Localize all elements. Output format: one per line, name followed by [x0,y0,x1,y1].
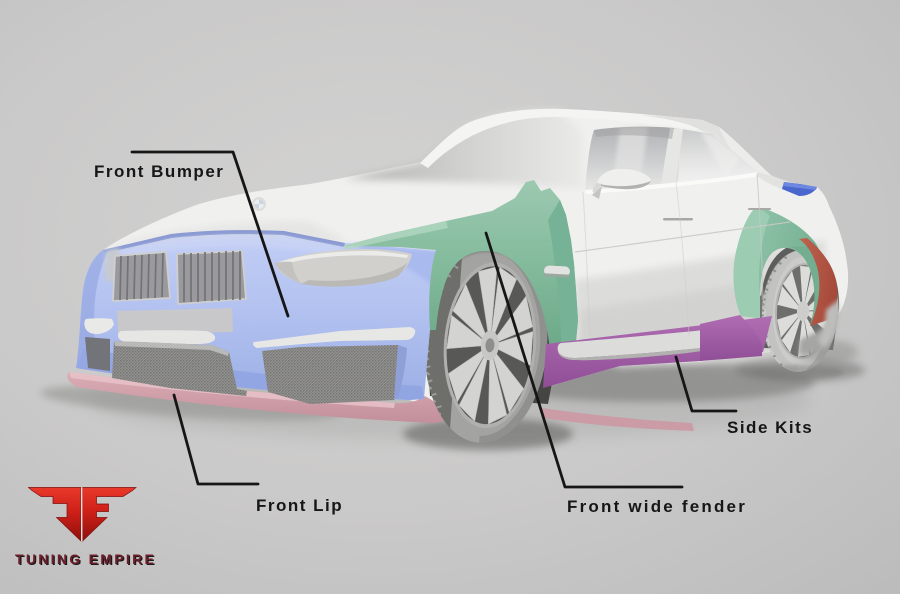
svg-text:Front Bumper: Front Bumper [94,162,224,181]
svg-text:TUNING EMPIRE: TUNING EMPIRE [15,551,156,567]
svg-text:Front wide fender: Front wide fender [567,497,747,516]
svg-text:Side Kits: Side Kits [727,418,813,437]
svg-text:Front Lip: Front Lip [256,496,343,515]
